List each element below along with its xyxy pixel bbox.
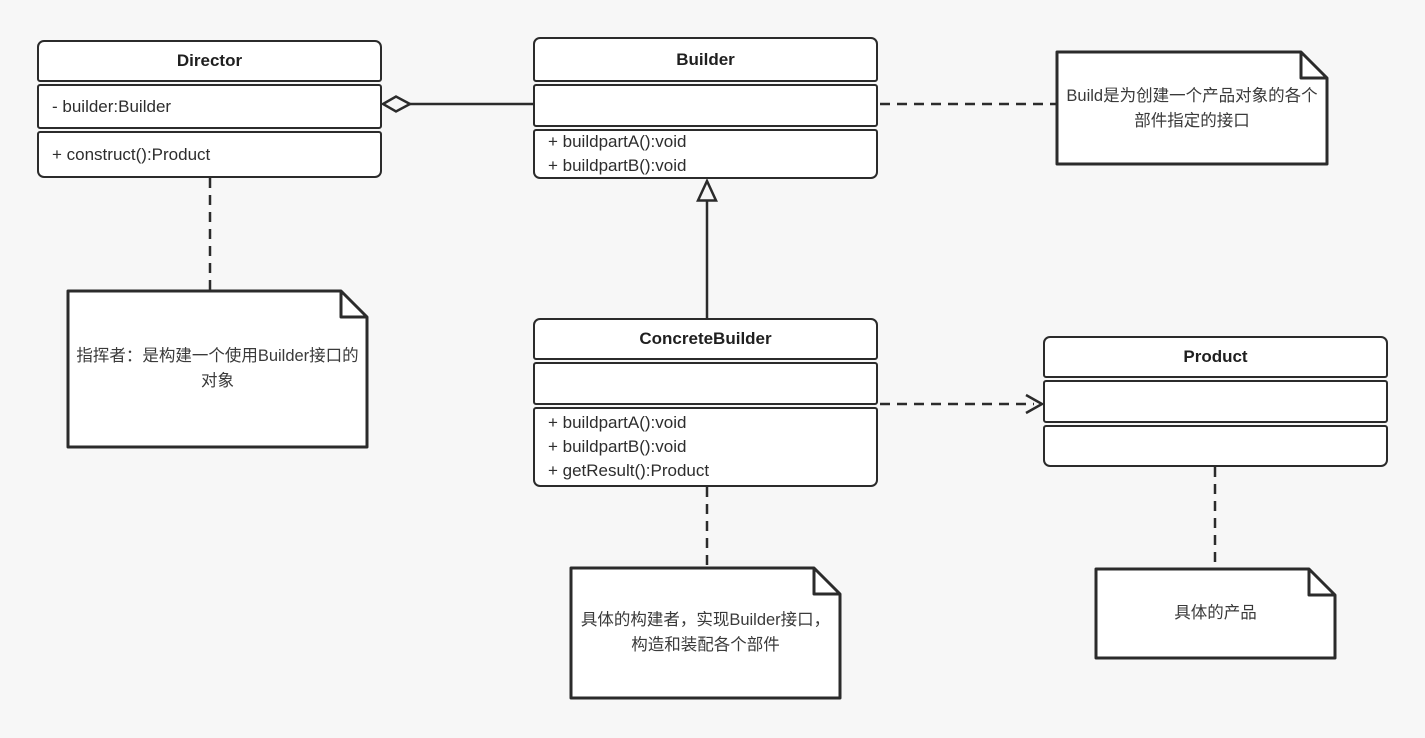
- method-row: + buildpartB():void: [548, 437, 687, 456]
- class-title-product: Product: [1183, 347, 1248, 366]
- class-builder[interactable]: Builder + buildpartA():void + buildpartB…: [533, 37, 878, 179]
- method-row: + buildpartB():void: [548, 156, 687, 175]
- note-shape-concretebuilder[interactable]: [569, 566, 842, 700]
- empty-attributes-compartment: [533, 362, 878, 405]
- empty-attributes-compartment: [533, 84, 878, 127]
- generalization-arrowhead-icon: [696, 178, 718, 202]
- class-title-director: Director: [176, 51, 243, 70]
- note-text-product: 具体的产品: [1174, 604, 1257, 622]
- method-row: + buildpartA():void: [548, 413, 687, 432]
- note-text-builder: Build是为创建一个产品对象的各个部件指定的接口: [1066, 87, 1318, 130]
- dependency-arrowhead-icon: [1025, 393, 1045, 415]
- class-concretebuilder[interactable]: ConcreteBuilder + buildpartA():void + bu…: [533, 318, 878, 487]
- note-text-director: 指挥者：是构建一个使用Builder接口的对象: [76, 347, 359, 390]
- note-text-concretebuilder: 具体的构建者，实现Builder接口，构造和装配各个部件: [580, 611, 831, 654]
- aggregation-diamond-icon: [380, 95, 413, 113]
- class-title-builder: Builder: [676, 49, 735, 69]
- empty-attributes-compartment: [1043, 380, 1388, 423]
- note-shape-builder[interactable]: [1055, 50, 1329, 166]
- method-row: + buildpartA():void: [548, 132, 687, 151]
- empty-methods-compartment: [1043, 425, 1388, 467]
- method-row: + getResult():Product: [548, 461, 710, 480]
- method-row: + construct():Product: [52, 144, 211, 164]
- class-title-concretebuilder: ConcreteBuilder: [639, 329, 772, 348]
- note-shape-director[interactable]: [66, 289, 369, 449]
- attribute-row: - builder:Builder: [52, 96, 172, 116]
- note-shape-product[interactable]: [1094, 567, 1337, 660]
- class-director[interactable]: Director - builder:Builder + construct()…: [37, 40, 382, 178]
- class-product[interactable]: Product: [1043, 336, 1388, 467]
